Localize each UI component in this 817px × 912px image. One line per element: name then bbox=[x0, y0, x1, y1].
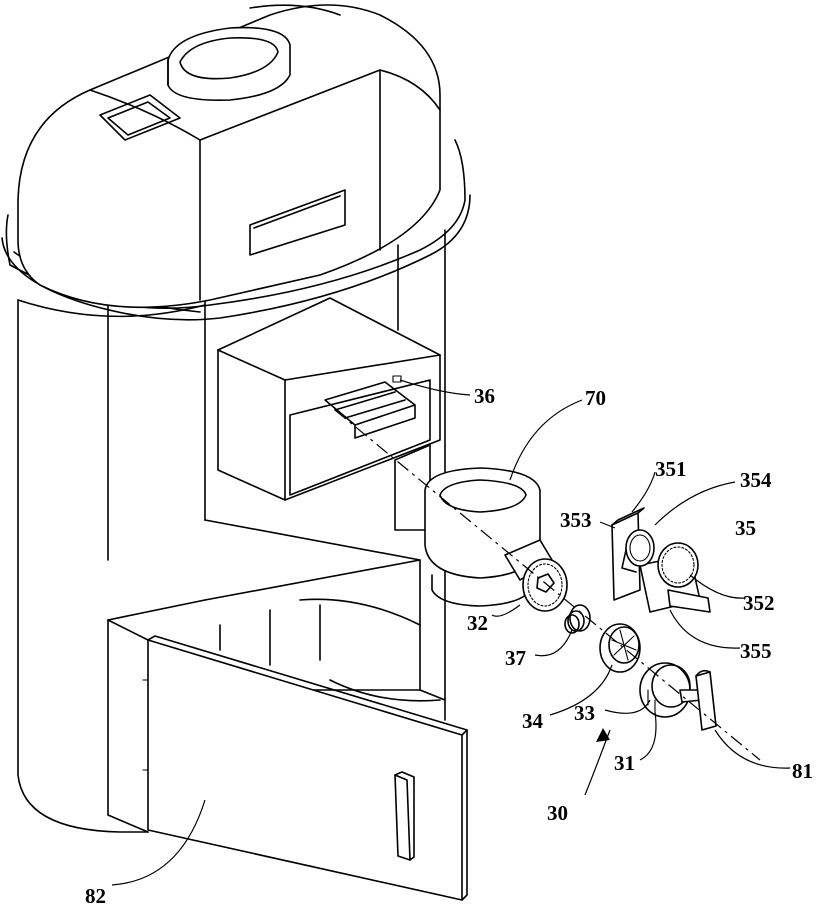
knob-31-33 bbox=[639, 662, 717, 731]
leader-lines bbox=[111, 379, 791, 886]
spring-37 bbox=[564, 604, 591, 634]
label-82: 82 bbox=[85, 884, 106, 908]
lower-chamber bbox=[107, 519, 446, 833]
bracket-assembly-35 bbox=[611, 507, 711, 613]
label-70: 70 bbox=[585, 386, 606, 410]
label-36: 36 bbox=[474, 384, 495, 408]
reference-labels: 36 70 351 354 353 35 352 355 32 37 34 33… bbox=[85, 384, 813, 908]
drive-compartment bbox=[217, 297, 441, 501]
label-37: 37 bbox=[505, 646, 526, 670]
cup-assembly-70 bbox=[394, 444, 553, 607]
door-82 bbox=[142, 635, 468, 901]
label-32: 32 bbox=[467, 611, 488, 635]
arrowhead-30 bbox=[596, 728, 610, 742]
gear-32 bbox=[522, 558, 568, 612]
label-35: 35 bbox=[735, 516, 756, 540]
lid-top bbox=[17, 4, 441, 309]
label-34: 34 bbox=[522, 709, 544, 733]
sensor-36 bbox=[392, 375, 402, 383]
assembly-axis bbox=[334, 409, 761, 761]
label-31: 31 bbox=[614, 751, 635, 775]
label-353: 353 bbox=[560, 508, 592, 532]
label-81: 81 bbox=[792, 759, 813, 783]
label-352: 352 bbox=[743, 591, 775, 615]
disc-34 bbox=[599, 623, 641, 673]
label-351: 351 bbox=[655, 457, 687, 481]
label-354: 354 bbox=[740, 468, 772, 492]
label-355: 355 bbox=[740, 639, 772, 663]
label-30: 30 bbox=[547, 801, 568, 825]
label-33: 33 bbox=[574, 701, 595, 725]
